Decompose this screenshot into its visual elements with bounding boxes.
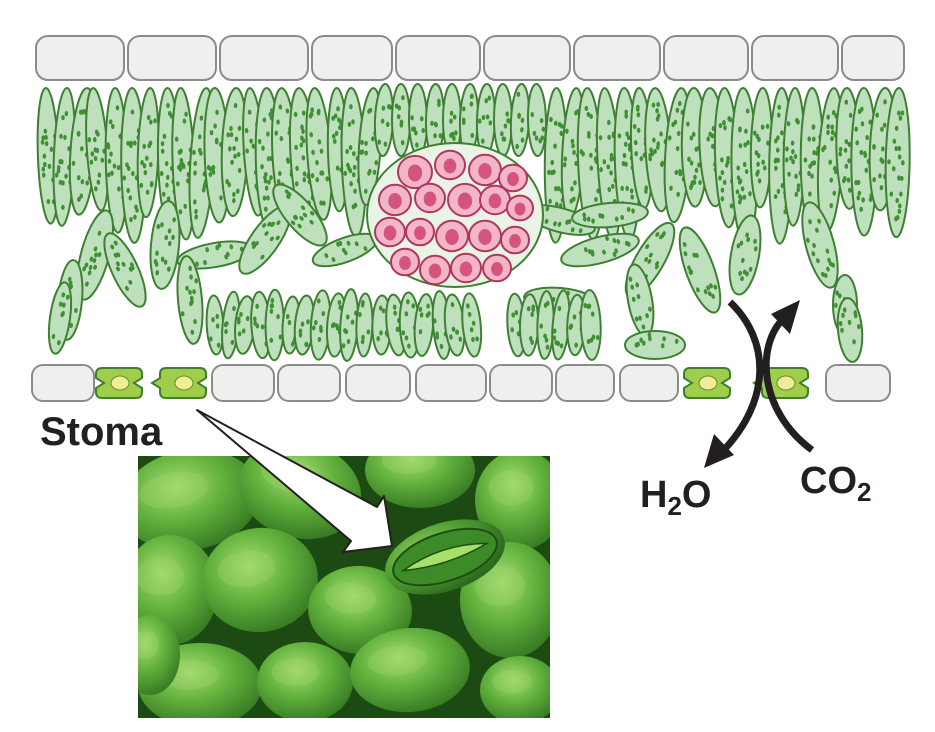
vascular-cell — [374, 216, 406, 248]
vascular-cell — [450, 252, 482, 284]
guard-cell — [150, 367, 207, 399]
lower-epidermis-cell — [31, 364, 95, 402]
upper-epidermis-cell — [395, 35, 481, 81]
mesophyll-cell — [560, 232, 640, 268]
upper-epidermis-cell — [663, 35, 749, 81]
stoma-left-guard-cells — [95, 367, 207, 399]
vascular-cell — [378, 183, 412, 217]
mesophyll-cell — [149, 200, 181, 290]
mesophyll-cell — [836, 297, 864, 363]
lower-epidermis — [31, 364, 891, 402]
vascular-cell — [390, 247, 420, 277]
mesophyll-cell — [238, 205, 292, 275]
mesophyll-cell — [518, 293, 540, 357]
lower-epidermis-cell — [619, 364, 679, 402]
upper-epidermis-cell — [219, 35, 309, 81]
mesophyll-cell — [52, 87, 77, 227]
mesophyll-cell — [390, 83, 412, 157]
mesophyll-cell — [424, 83, 446, 157]
vascular-cell — [419, 254, 451, 286]
mesophyll-cell — [571, 201, 649, 229]
vascular-cell — [498, 163, 528, 193]
epidermal-surface-cell — [308, 565, 412, 655]
mesophyll-cell — [526, 83, 548, 157]
lower-epidermis-cell — [211, 364, 275, 402]
vascular-cell — [479, 184, 511, 216]
mesophyll-cell — [220, 87, 249, 218]
upper-epidermis-cell — [841, 35, 905, 81]
lower-epidermis-cell — [825, 364, 891, 402]
mesophyll-cell — [293, 294, 316, 356]
guard-cell — [683, 367, 731, 399]
mesophyll-cell — [311, 232, 379, 268]
epidermal-surface-cell — [138, 615, 180, 695]
mesophyll-cell — [509, 83, 531, 157]
vascular-cell — [397, 154, 433, 190]
mesophyll-cell — [749, 87, 773, 209]
vascular-bundle — [366, 142, 544, 288]
upper-epidermis — [35, 35, 905, 81]
mesophyll-cell — [47, 281, 73, 355]
lower-epidermis-cell — [489, 364, 553, 402]
stoma-surface-view — [385, 519, 505, 595]
upper-epidermis-cell — [127, 35, 217, 81]
lower-epidermis-cell — [345, 364, 411, 402]
epidermal-surface-cell — [257, 642, 353, 718]
mesophyll-cell — [884, 87, 911, 239]
epidermal-surface-cell — [480, 656, 550, 718]
mesophyll-cell — [176, 255, 204, 345]
co2-label: CO2 — [800, 460, 871, 507]
mesophyll-cell — [579, 289, 602, 361]
h2o-label: H2O — [640, 474, 711, 521]
vascular-cell — [414, 182, 446, 214]
epidermal-surface-cell — [202, 527, 318, 633]
vascular-cell — [482, 253, 512, 283]
vascular-cell — [447, 182, 483, 218]
vascular-cell — [500, 225, 530, 255]
mesophyll-cell — [624, 330, 686, 360]
mesophyll-cell — [543, 87, 569, 244]
epidermal-surface-cell — [365, 456, 475, 508]
lower-epidermis-cell — [277, 364, 341, 402]
callout-arrow — [196, 409, 393, 553]
vascular-cell — [435, 219, 469, 253]
epidermal-surface-cell — [350, 627, 470, 713]
vascular-cell — [506, 194, 534, 222]
vascular-cell — [434, 149, 466, 181]
lower-epidermis-cell — [415, 364, 487, 402]
mesophyll-cell — [492, 83, 514, 157]
upper-epidermis-cell — [751, 35, 839, 81]
vascular-cell — [468, 153, 502, 187]
upper-epidermis-cell — [483, 35, 571, 81]
gas-exchange-arrows-icon — [704, 299, 815, 468]
mesophyll-layer — [36, 83, 911, 363]
epidermal-surface-cell — [138, 456, 260, 551]
upper-epidermis-cell — [573, 35, 661, 81]
mesophyll-cell — [551, 289, 571, 361]
mesophyll-cell — [309, 289, 332, 361]
guard-cell — [95, 367, 143, 399]
upper-epidermis-cell — [311, 35, 393, 81]
vascular-cell — [468, 219, 502, 253]
mesophyll-cell — [103, 232, 147, 308]
mesophyll-cell — [728, 214, 762, 296]
mesophyll-cell — [678, 226, 722, 314]
mesophyll-cell — [264, 288, 285, 362]
vascular-cell — [405, 217, 435, 247]
mesophyll-cell — [801, 201, 839, 289]
mesophyll-cell — [407, 83, 429, 157]
mesophyll-cell — [461, 292, 483, 358]
mesophyll-cell — [272, 183, 328, 247]
lower-epidermis-cell — [555, 364, 615, 402]
stoma-label: Stoma — [40, 410, 163, 454]
stoma-surface-inset — [138, 456, 550, 718]
stoma-pore — [400, 542, 490, 572]
upper-epidermis-cell — [35, 35, 125, 81]
stoma-right-guard-cells — [683, 367, 809, 399]
